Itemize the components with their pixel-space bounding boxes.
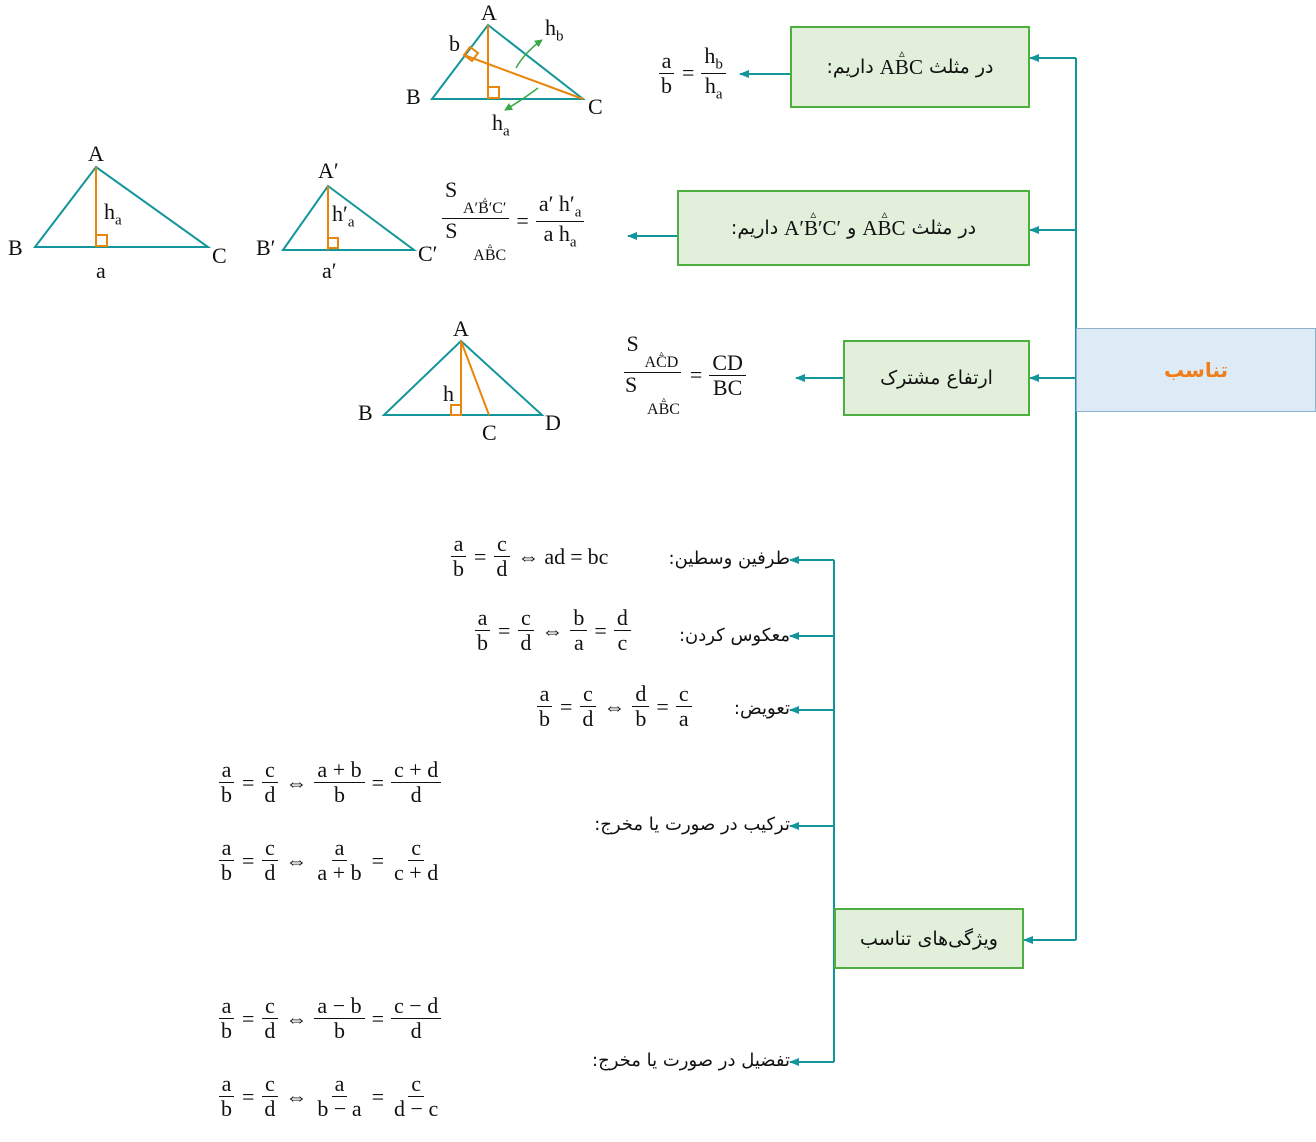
box-abc-ratio: در مثلث ABC داریم: [790, 26, 1030, 108]
root-label: تناسب [1163, 358, 1229, 382]
t2-label-ha: ha [104, 199, 122, 229]
property-swap-label: تعویض: [733, 698, 790, 719]
property-invert-label: معکوس کردن: [678, 625, 790, 646]
t1-vertex-b: B [406, 84, 421, 109]
t3-base-a: a′ [322, 258, 337, 283]
main-trunk [627, 54, 1077, 944]
triangle-3 [281, 184, 418, 251]
t3-vertex-a: A′ [318, 158, 339, 183]
box2-triangle1-name: ABC [862, 216, 905, 241]
t3-label-ha: h′a [332, 201, 355, 231]
property-cross-multiply-label: طرفین وسطین: [668, 548, 790, 569]
box2-triangle2-name: A′B′C′ [784, 216, 841, 241]
triangle-4 [381, 339, 545, 416]
t1-vertex-a: A [481, 0, 497, 25]
root-box: تناسب [1076, 328, 1316, 412]
t2-vertex-a: A [88, 141, 104, 166]
property-compose-label: ترکیب در صورت یا مخرج: [594, 814, 790, 835]
t4-vertex-c: C [482, 420, 497, 445]
t2-base-a: a [96, 258, 106, 283]
t3-vertex-b: B′ [256, 235, 276, 260]
t3-vertex-c: C′ [418, 241, 438, 266]
box-proportion-properties: ویژگی‌های تناسب [834, 908, 1024, 969]
t1-vertex-c: C [588, 94, 603, 119]
t2-vertex-b: B [8, 235, 23, 260]
t4-label-h: h [443, 381, 454, 406]
t1-label-hb: hb [545, 15, 564, 45]
property-trunk [789, 556, 835, 1066]
t4-vertex-b: B [358, 400, 373, 425]
triangle-2 [32, 165, 212, 248]
property-subtract-label: تفضیل در صورت یا مخرج: [592, 1050, 790, 1071]
t4-vertex-d: D [545, 410, 561, 435]
t1-foot-b: b [449, 31, 460, 56]
t1-label-ha: ha [492, 110, 510, 140]
box1-triangle-name: ABC [880, 55, 923, 80]
formula-area-ratio: S A′B′C′ S ABC = a′ h′a a ha [440, 178, 586, 265]
t4-vertex-a: A [453, 316, 469, 341]
box-common-height: ارتفاع مشترک [843, 340, 1030, 416]
t2-vertex-c: C [212, 243, 227, 268]
box-two-triangles: در مثلث ABC و A′B′C′ داریم: [677, 190, 1030, 266]
triangle-1 [429, 23, 586, 111]
